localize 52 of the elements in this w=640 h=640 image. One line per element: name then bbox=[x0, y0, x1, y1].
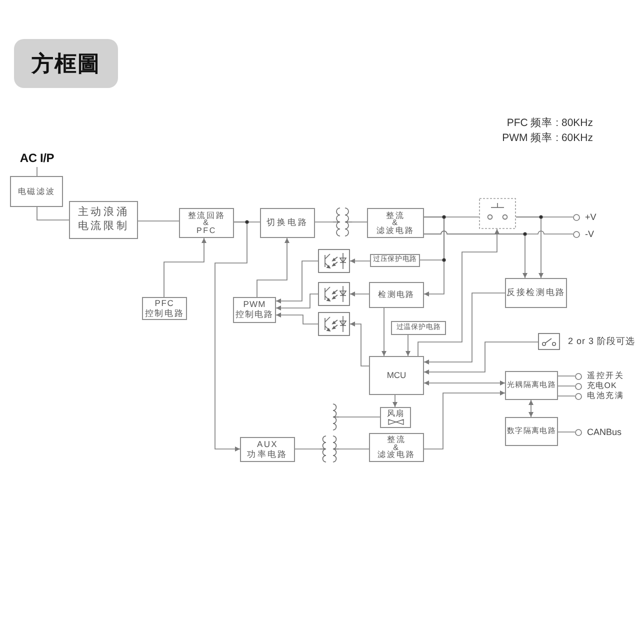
circuit-block: 检测电路 bbox=[369, 282, 424, 308]
terminal-label: 充电OK bbox=[587, 381, 617, 391]
circuit-block: 主动浪涌电流限制 bbox=[69, 201, 138, 239]
arrow bbox=[424, 380, 506, 386]
arrow bbox=[528, 400, 534, 418]
arrow bbox=[164, 238, 206, 298]
arrow bbox=[350, 322, 370, 366]
terminal-label: -V bbox=[585, 229, 594, 239]
connector-line bbox=[338, 448, 370, 450]
connector-line bbox=[36, 166, 38, 176]
title-banner: 方框圖 bbox=[14, 39, 118, 88]
connector-line bbox=[138, 220, 180, 222]
arrow bbox=[256, 238, 290, 298]
arrow bbox=[424, 390, 506, 450]
circuit-block: 电磁滤波 bbox=[10, 176, 63, 207]
input-label: AC I/P bbox=[15, 150, 59, 167]
arrow bbox=[406, 334, 410, 356]
arrow bbox=[424, 342, 538, 374]
arrow bbox=[382, 308, 386, 356]
arrow bbox=[516, 216, 544, 278]
arrow bbox=[276, 312, 318, 324]
circuit-block: 整流回路 & PFC bbox=[179, 208, 234, 238]
terminal-label: 电池充满 bbox=[587, 391, 624, 401]
arrow bbox=[424, 230, 528, 278]
circuit-block: 整流 & 滤波电路 bbox=[367, 208, 424, 238]
arrow bbox=[392, 394, 398, 408]
circuit-block: AUX 功率电路 bbox=[240, 437, 295, 462]
terminal-label: +V bbox=[585, 212, 596, 222]
arrow bbox=[424, 292, 506, 364]
frequency-note: PFC 频率 : 80KHz bbox=[506, 117, 593, 130]
circuit-block: 反接检测电路 bbox=[505, 278, 567, 308]
frequency-note: PWM 频率 : 60KHz bbox=[502, 132, 593, 145]
circuit-block: MCU bbox=[369, 356, 424, 395]
terminal-label: 遥控开关 bbox=[587, 371, 624, 381]
arrow bbox=[276, 294, 318, 310]
side-label: 2 or 3 阶段可选 bbox=[568, 335, 636, 348]
circuit-block: PWM 控制电路 bbox=[233, 297, 276, 323]
fan-label: 风扇 bbox=[387, 410, 404, 418]
circuit-block: 切换电路 bbox=[260, 208, 315, 238]
terminal-label: CANBus bbox=[587, 427, 622, 437]
arrow bbox=[350, 292, 370, 296]
circuit-block: PFC 控制电路 bbox=[142, 297, 187, 320]
fan-box bbox=[380, 407, 411, 428]
connector-line bbox=[294, 448, 320, 450]
circuit-block: 整流 & 滤波电路 bbox=[369, 433, 424, 462]
connector-line bbox=[338, 416, 380, 418]
arrow bbox=[276, 260, 318, 304]
arrow bbox=[424, 216, 444, 296]
arrow bbox=[418, 228, 500, 356]
arrow bbox=[214, 222, 248, 452]
connector-line bbox=[36, 206, 70, 220]
arrow bbox=[350, 258, 370, 264]
